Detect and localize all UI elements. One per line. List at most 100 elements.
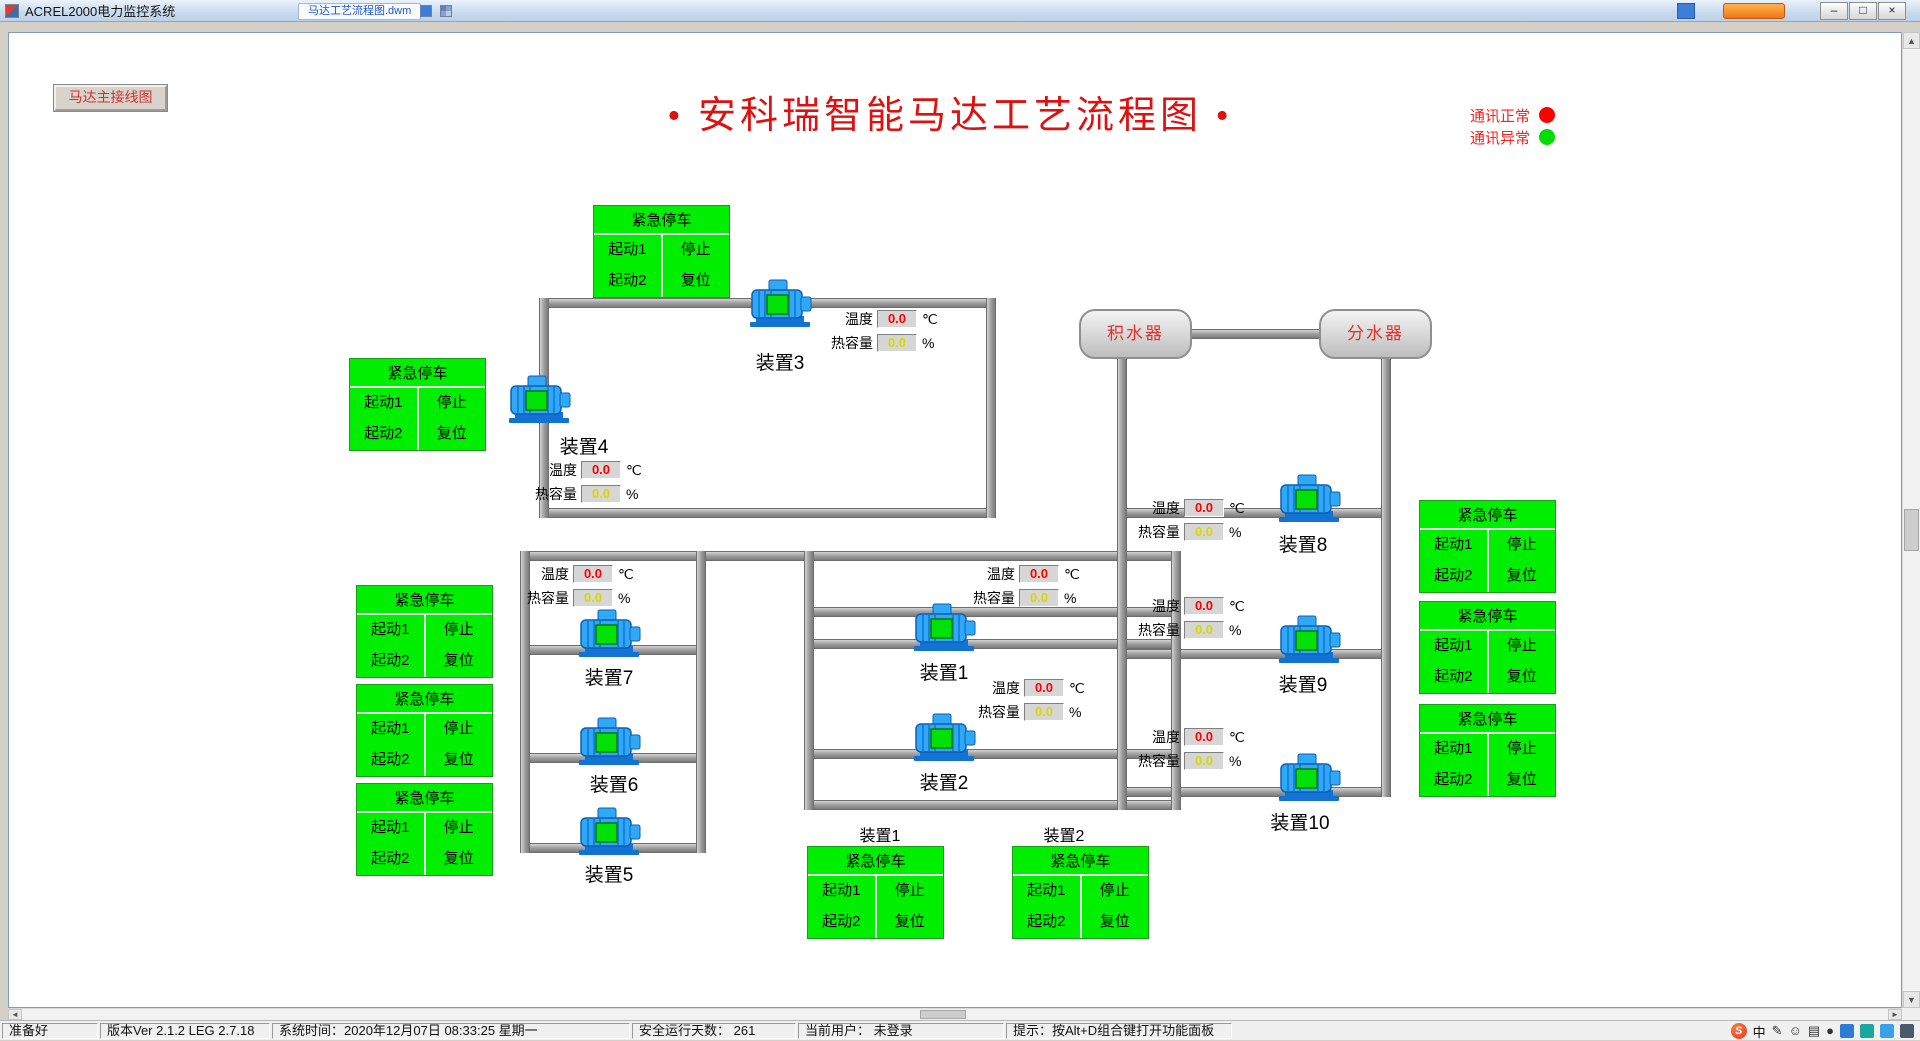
- reset-button[interactable]: 复位: [1506, 567, 1537, 584]
- pen-icon[interactable]: ✎: [1771, 1023, 1783, 1038]
- emergency-stop-button[interactable]: 紧急停车: [357, 685, 492, 714]
- motor-device-2[interactable]: [910, 712, 978, 762]
- scroll-down-arrow-icon[interactable]: ▼: [1903, 991, 1920, 1008]
- stop-button[interactable]: 停止: [443, 621, 474, 638]
- horizontal-scrollbar[interactable]: ◄ ►: [8, 1008, 1902, 1020]
- scroll-left-arrow-icon[interactable]: ◄: [8, 1009, 22, 1020]
- stop-button[interactable]: 停止: [1506, 637, 1537, 654]
- emergency-stop-button[interactable]: 紧急停车: [1420, 602, 1555, 631]
- emergency-stop-button[interactable]: 紧急停车: [357, 586, 492, 615]
- stop-button[interactable]: 停止: [443, 720, 474, 737]
- motor-device-8[interactable]: [1275, 473, 1343, 523]
- stop-button[interactable]: 停止: [1099, 882, 1130, 899]
- close-button[interactable]: ×: [1878, 2, 1906, 20]
- window-title: ACREL2000电力监控系统: [25, 4, 176, 19]
- start2-button[interactable]: 起动2: [1420, 662, 1489, 693]
- motor-device-5[interactable]: [575, 806, 643, 856]
- grid-icon[interactable]: [440, 5, 452, 17]
- start2-button[interactable]: 起动2: [1013, 907, 1082, 938]
- scroll-up-arrow-icon[interactable]: ▲: [1903, 32, 1920, 49]
- reset-button[interactable]: 复位: [680, 272, 711, 289]
- temperature-value: 0.0: [1184, 728, 1224, 746]
- motor-device-9[interactable]: [1275, 614, 1343, 664]
- emergency-stop-button[interactable]: 紧急停车: [594, 206, 729, 235]
- tool-icon[interactable]: ●: [1826, 1023, 1834, 1038]
- emergency-stop-button[interactable]: 紧急停车: [1420, 705, 1555, 734]
- scroll-right-arrow-icon[interactable]: ►: [1888, 1009, 1902, 1020]
- emergency-stop-button[interactable]: 紧急停车: [1013, 847, 1148, 876]
- alert-indicator[interactable]: [1723, 3, 1785, 19]
- horizontal-scroll-thumb[interactable]: [920, 1010, 966, 1019]
- start1-button[interactable]: 起动1: [1420, 631, 1489, 662]
- smiley-icon[interactable]: ☺: [1788, 1023, 1802, 1038]
- start2-button[interactable]: 起动2: [594, 266, 663, 297]
- emergency-stop-button[interactable]: 紧急停车: [357, 784, 492, 813]
- motor-device-4[interactable]: [505, 374, 573, 424]
- minimize-button[interactable]: –: [1820, 2, 1848, 20]
- start1-button[interactable]: 起动1: [1420, 734, 1489, 765]
- taskbar-app-icon-1[interactable]: [1840, 1024, 1854, 1038]
- ime-language-indicator[interactable]: 中: [1752, 1024, 1766, 1040]
- pipe-segment-v-1: [986, 298, 996, 518]
- stop-button[interactable]: 停止: [443, 819, 474, 836]
- device-label-3: 装置3: [755, 353, 805, 374]
- status-system-time: 系统时间：2020年12月07日 08:33:25 星期一: [272, 1023, 630, 1039]
- motor-device-10[interactable]: [1275, 752, 1343, 802]
- reset-button[interactable]: 复位: [1099, 913, 1130, 930]
- start2-button[interactable]: 起动2: [1420, 765, 1489, 796]
- reset-button[interactable]: 复位: [1506, 771, 1537, 788]
- stop-button[interactable]: 停止: [680, 241, 711, 258]
- maximize-button[interactable]: □: [1849, 2, 1877, 20]
- heat-capacity-unit: %: [1229, 622, 1242, 638]
- start1-button[interactable]: 起动1: [357, 813, 426, 844]
- start2-button[interactable]: 起动2: [808, 907, 877, 938]
- reset-button[interactable]: 复位: [1506, 668, 1537, 685]
- heat-capacity-label: 热容量: [527, 590, 569, 606]
- keyboard-icon[interactable]: ▤: [1807, 1023, 1821, 1038]
- vertical-scrollbar[interactable]: ▲ ▼: [1902, 32, 1920, 1008]
- sogou-ime-icon[interactable]: S: [1730, 1023, 1747, 1039]
- temperature-unit: ℃: [1229, 597, 1245, 614]
- vertical-scroll-thumb[interactable]: [1904, 509, 1919, 551]
- stop-button[interactable]: 停止: [894, 882, 925, 899]
- reset-button[interactable]: 复位: [894, 913, 925, 930]
- taskbar-app-icon-2[interactable]: [1860, 1024, 1874, 1038]
- motor-device-1[interactable]: [910, 602, 978, 652]
- start1-button[interactable]: 起动1: [808, 876, 877, 907]
- start1-button[interactable]: 起动1: [1013, 876, 1082, 907]
- start1-button[interactable]: 起动1: [594, 235, 663, 266]
- stop-button[interactable]: 停止: [1506, 536, 1537, 553]
- start2-button[interactable]: 起动2: [357, 844, 426, 875]
- start1-button[interactable]: 起动1: [350, 388, 419, 419]
- main-wiring-diagram-button[interactable]: 马达主接线图: [54, 85, 167, 111]
- motor-device-3[interactable]: [746, 278, 814, 328]
- temperature-label: 温度: [541, 566, 569, 582]
- start2-button[interactable]: 起动2: [1420, 561, 1489, 592]
- motor-device-7[interactable]: [575, 608, 643, 658]
- start1-button[interactable]: 起动1: [1420, 530, 1489, 561]
- toolbar-icon[interactable]: [1677, 3, 1695, 19]
- document-tab[interactable]: 马达工艺流程图.dwm: [298, 3, 422, 20]
- emergency-stop-button[interactable]: 紧急停车: [350, 359, 485, 388]
- document-icon[interactable]: [420, 5, 432, 17]
- reset-button[interactable]: 复位: [443, 850, 474, 867]
- taskbar-app-icon-3[interactable]: [1880, 1024, 1894, 1038]
- start2-button[interactable]: 起动2: [357, 745, 426, 776]
- temperature-value: 0.0: [573, 565, 613, 583]
- emergency-stop-button[interactable]: 紧急停车: [808, 847, 943, 876]
- start2-button[interactable]: 起动2: [350, 419, 419, 450]
- stop-button[interactable]: 停止: [436, 394, 467, 411]
- start1-button[interactable]: 起动1: [357, 714, 426, 745]
- start2-button[interactable]: 起动2: [357, 646, 426, 677]
- stop-button[interactable]: 停止: [1506, 740, 1537, 757]
- taskbar-app-icon-4[interactable]: [1900, 1024, 1914, 1038]
- reset-button[interactable]: 复位: [436, 425, 467, 442]
- start1-button[interactable]: 起动1: [357, 615, 426, 646]
- reset-button[interactable]: 复位: [443, 652, 474, 669]
- temperature-unit: ℃: [618, 565, 634, 582]
- panel-row: 起动1 停止: [357, 813, 492, 844]
- reset-button[interactable]: 复位: [443, 751, 474, 768]
- motor-device-6[interactable]: [575, 716, 643, 766]
- emergency-stop-button[interactable]: 紧急停车: [1420, 501, 1555, 530]
